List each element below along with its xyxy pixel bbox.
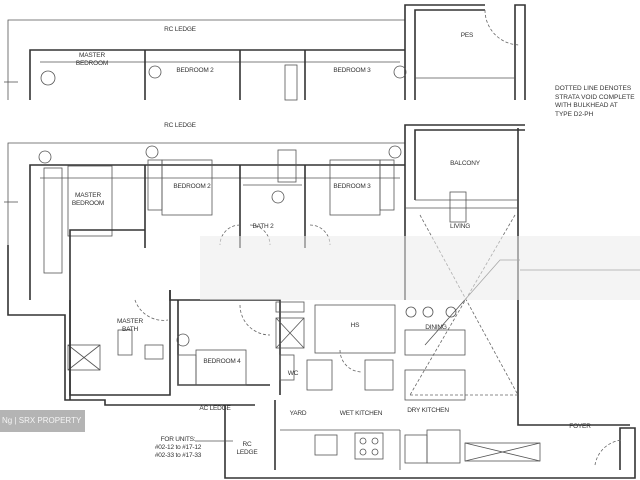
note-line: WITH BULKHEAD AT [555,102,618,109]
label-ac-ledge: AC LEDGE [199,405,231,412]
label-line: MASTER [117,318,143,325]
note-line: TYPE D2-PH [555,110,594,118]
label-bedroom-4: BEDROOM 4 [203,358,241,365]
label-line: MASTER [79,52,105,59]
note-line: DOTTED LINE DENOTES [555,85,632,92]
label-yard: YARD [289,410,307,417]
label-rc-ledge: RC LEDGE [164,122,196,129]
upper-plan-walls [4,4,526,101]
label-line: BEDROOM [75,60,109,67]
label-line: #02-33 to #17-33 [154,452,202,459]
label-line: MASTER [75,192,101,199]
main-plan-walls [4,124,640,479]
label-bath-2: BATH 2 [252,223,274,230]
dotted-line-note: DOTTED LINE DENOTES STRATA VOID COMPLETE… [555,85,635,119]
note-line: STRATA VOID COMPLETE [555,93,635,101]
blurred-overlay [200,236,640,300]
label-line: RC [242,441,252,448]
label-bedroom-2-upper: BEDROOM 2 [176,67,214,74]
label-line: BATH [121,326,139,333]
label-line: FOR UNITS: [160,436,196,443]
label-pes: PES [460,32,474,39]
label-line: BEDROOM [71,200,105,207]
label-for-units: FOR UNITS:#02-12 to #17-12#02-33 to #17-… [154,436,202,460]
watermark: Ng | SRX PROPERTY [0,410,85,432]
label-dry-kitchen: DRY KITCHEN [407,407,449,414]
label-line: #02-12 to #17-12 [154,444,202,451]
label-rc-ledge-upper: RC LEDGE [164,26,196,33]
label-bedroom-3: BEDROOM 3 [333,183,371,190]
label-wc: WC [287,370,299,377]
label-hs: HS [350,322,360,329]
label-dining: DINING [425,324,447,331]
label-foyer: FOYER [569,423,591,430]
label-bedroom-2: BEDROOM 2 [173,183,211,190]
label-bedroom-3-upper: BEDROOM 3 [333,67,371,74]
label-line: LEDGE [236,449,258,456]
label-balcony: BALCONY [450,160,480,167]
label-living: LIVING [449,223,471,230]
label-wet-kitchen: WET KITCHEN [339,410,383,417]
